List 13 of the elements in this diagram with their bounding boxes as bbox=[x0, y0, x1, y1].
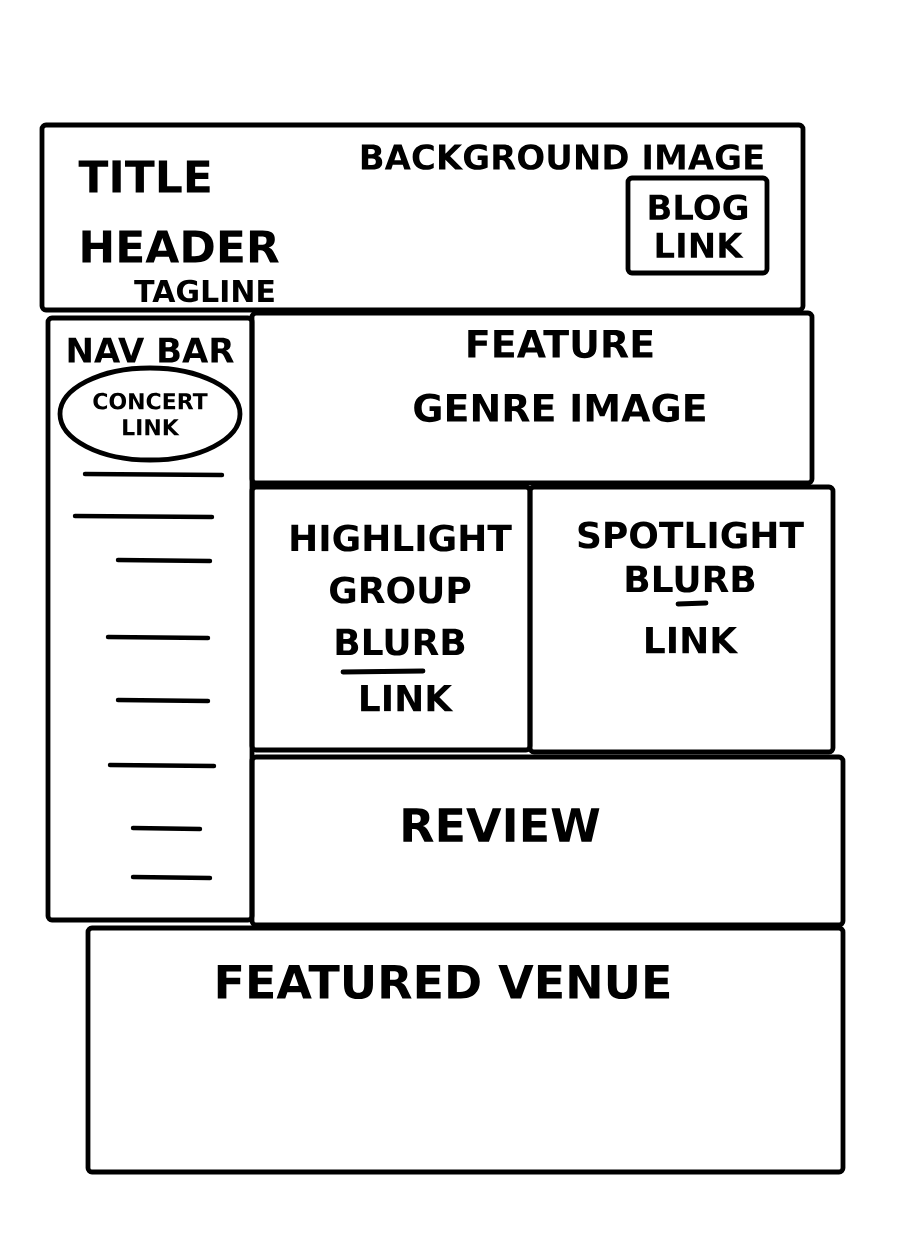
tagline-label: TAGLINE bbox=[134, 279, 274, 303]
link-label: LINK bbox=[361, 684, 454, 712]
link-label: BLOG LINK bbox=[649, 194, 748, 258]
box-label: REVIEW bbox=[403, 808, 600, 842]
box-label: SPOTLIGHT BLURB bbox=[578, 521, 804, 593]
heading-label: TITLE HEADER bbox=[78, 160, 279, 263]
box-label: FEATURED VENUE bbox=[217, 964, 670, 1000]
box-label: HIGHLIGHT GROUP BLURB bbox=[291, 524, 512, 656]
link-label: CONCERT LINK bbox=[93, 392, 208, 436]
sidebar-label: NAV BAR bbox=[68, 337, 234, 363]
image-label: BACKGROUND IMAGE bbox=[361, 144, 763, 170]
box-label: FEATURE GENRE IMAGE bbox=[414, 329, 705, 423]
link-label: LINK bbox=[646, 626, 739, 654]
